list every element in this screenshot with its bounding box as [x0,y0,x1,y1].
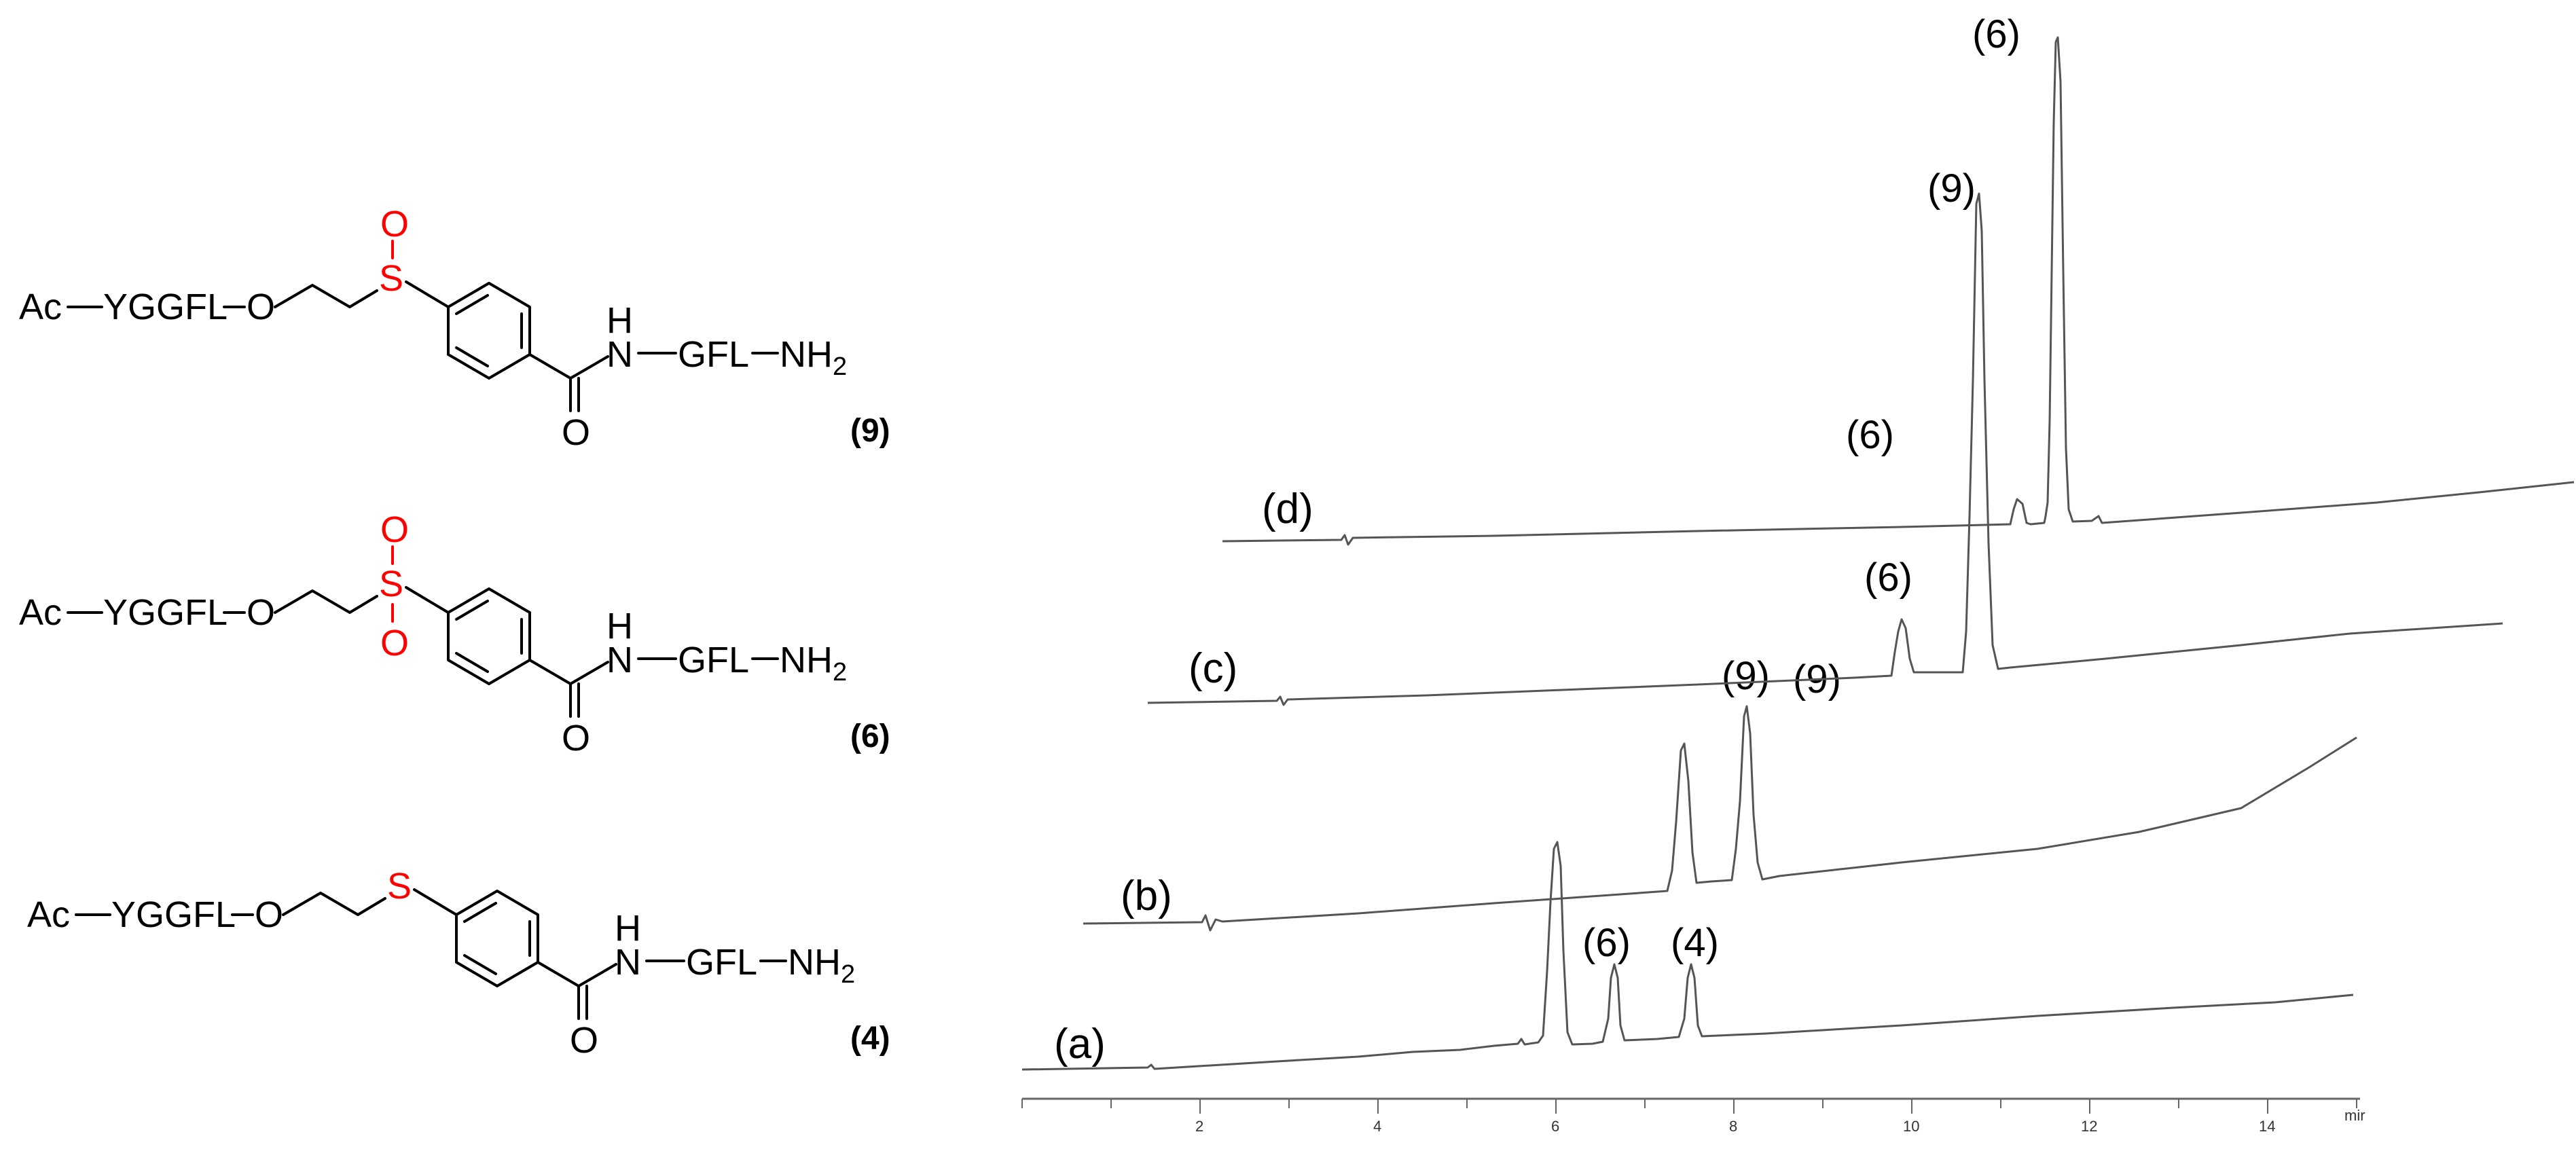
benzene-ring [447,282,531,380]
n-terminal-peptide: YGGFL [111,894,236,935]
sulfur-atom: S [387,866,412,907]
amine-group: NH2 [780,640,847,687]
c-terminal-peptide: GFL [686,942,757,983]
bond [569,661,609,685]
bond [413,888,458,916]
peak-label: (6) [1582,921,1631,965]
bond [405,280,450,308]
amide-nitrogen: N [606,334,633,375]
amine-group: NH2 [788,942,855,989]
n-terminal-peptide: YGGFL [103,287,228,327]
trace-a [1021,841,2354,1071]
amide-hydrogen: H [606,606,633,646]
peak-label: (6) [1846,413,1894,457]
compound-label-6: (6) [850,718,890,754]
trace-label-d: (d) [1262,486,1313,532]
compound-label-4: (4) [850,1021,890,1057]
sulfinyl-oxygen: O [380,204,409,244]
sulfur-atom: S [379,564,403,604]
sulfonyl-oxygen-top: O [380,509,409,550]
trace-b [1083,705,2357,932]
c-terminal-peptide: GFL [678,334,749,375]
x-tick-label: 12 [2081,1118,2097,1135]
x-tick-label: 14 [2259,1118,2275,1135]
acetyl-label: Ac [19,287,62,327]
peak-label: (6) [1864,555,1912,600]
ethyl-linker [282,892,386,916]
structure-compound-6: Ac YGGFL O S O O O H N GFL NH2 (6) [19,509,890,759]
ether-oxygen: O [255,894,283,935]
acetyl-label: Ac [19,592,62,633]
ether-oxygen: O [247,592,275,633]
x-tick-label: 8 [1729,1118,1737,1135]
chromatogram: 2 4 6 8 10 12 14 mir (a) (6) (4) (b) (9)… [1021,12,2575,1135]
carbonyl-oxygen: O [570,1020,598,1061]
n-terminal-peptide: YGGFL [103,592,228,633]
peak-label: (4) [1671,921,1719,965]
acetyl-label: Ac [27,894,70,935]
trace-label-c: (c) [1189,645,1237,692]
bond [577,963,617,987]
carbonyl-oxygen: O [562,718,590,759]
x-tick-label: 10 [1903,1118,1919,1135]
peak-label: (9) [1927,166,1976,211]
carbonyl-oxygen: O [562,412,590,453]
x-tick-label: 4 [1373,1118,1381,1135]
trace-d [1222,36,2575,546]
benzene-ring [455,890,539,987]
structure-compound-4: Ac YGGFL O S O H N GFL NH2 (4) [27,866,890,1061]
x-tick-label: 6 [1551,1118,1559,1135]
bond [405,586,450,614]
structure-compound-9: Ac YGGFL O S O O H N GFL NH2 (9) [19,204,890,453]
compound-label-9: (9) [850,413,890,449]
c-terminal-peptide: GFL [678,640,749,680]
ethyl-linker [274,284,378,308]
peak-label: (9) [1722,654,1770,698]
trace-label-a: (a) [1054,1021,1106,1068]
x-tick-label: 2 [1195,1118,1203,1135]
sulfonyl-oxygen-bottom: O [380,623,409,663]
bond [528,353,572,380]
peak-label: (6) [1972,12,2020,56]
sulfur-atom: S [379,258,403,299]
amide-hydrogen: H [606,300,633,341]
ether-oxygen: O [247,287,275,327]
bond [528,659,572,685]
amine-group: NH2 [780,334,847,381]
x-axis-ticks [1021,1099,2357,1114]
amide-nitrogen: N [615,942,641,983]
bond [537,961,580,987]
x-axis-unit: mir [2344,1107,2365,1124]
bond [569,355,609,380]
amide-hydrogen: H [615,908,641,949]
ethyl-linker [274,589,378,614]
trace-label-b: (b) [1121,873,1172,919]
amide-nitrogen: N [606,640,633,680]
trace-c [1147,192,2503,706]
benzene-ring [447,587,531,685]
